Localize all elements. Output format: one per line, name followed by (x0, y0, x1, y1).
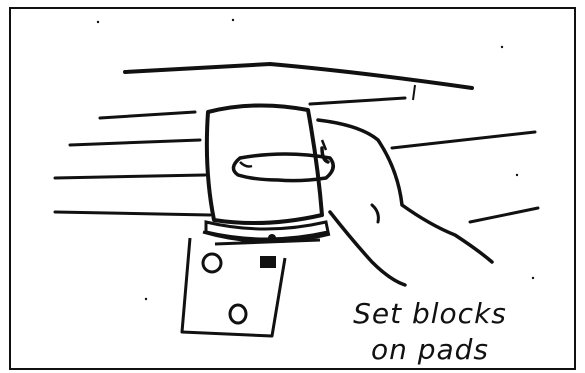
bracket-hole-left (201, 252, 223, 274)
rail-line-1 (98, 110, 197, 120)
rail-line-3 (68, 138, 202, 147)
finger-tip-mark (320, 139, 328, 151)
pad-bolt (268, 234, 276, 242)
beam-line-top (123, 61, 474, 90)
image-border (9, 7, 576, 370)
caption-line-1: Set blocks (353, 297, 507, 330)
finger-crease (370, 203, 380, 224)
bracket-hole-lower (228, 303, 248, 325)
thumb-nail (239, 161, 253, 168)
caption: Set blocks on pads (300, 296, 560, 368)
rail-line-right-2 (468, 206, 540, 224)
rail-line-2 (308, 96, 407, 106)
rail-line-4 (53, 173, 207, 180)
bracket-clip (260, 256, 276, 268)
caption-line-2: on pads (370, 333, 490, 366)
block (204, 103, 324, 226)
rail-line-right-1 (390, 130, 537, 150)
beam-mark (412, 84, 416, 101)
rail-line-5 (53, 210, 212, 217)
bracket-plate (180, 237, 287, 338)
pad-top (204, 220, 330, 241)
pad-underside (214, 238, 321, 246)
hand (231, 118, 494, 287)
